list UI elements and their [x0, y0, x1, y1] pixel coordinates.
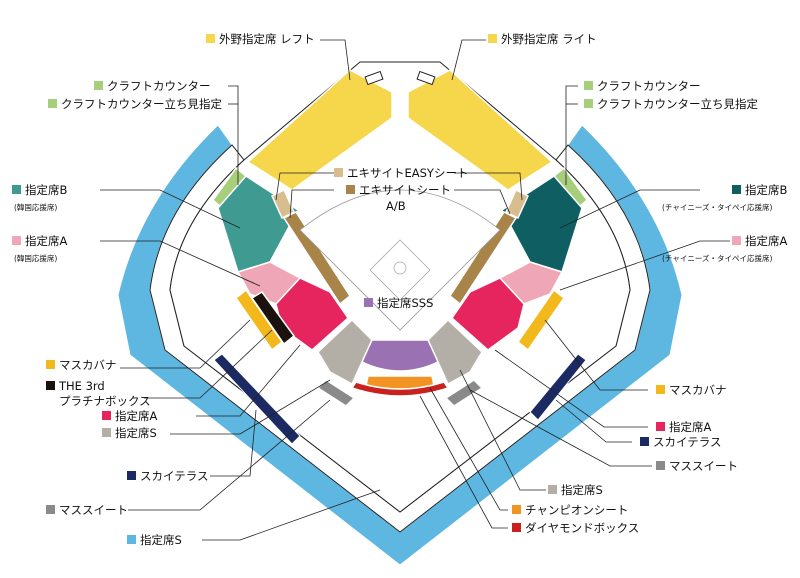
swatch-s-blue-left	[127, 535, 136, 544]
platinum-box[interactable]	[250, 291, 296, 346]
swatch-diamond	[512, 523, 521, 532]
label-group-center-bottom: 指定席S チャンピオンシート ダイヤモンドボックス	[512, 483, 639, 535]
seat-a-right-section[interactable]	[451, 277, 525, 351]
seat-sss-section[interactable]	[361, 339, 439, 372]
label-group-craft-left: クラフトカウンター クラフトカウンター立ち見指定	[48, 79, 222, 111]
swatch-a-low-right	[656, 422, 665, 431]
swatch-b-right	[732, 185, 741, 194]
swatch-mascot-left	[46, 360, 55, 369]
swatch-s-low-left	[102, 428, 111, 437]
swatch-craft-stand-right	[584, 99, 593, 108]
label-group-b-left: 指定席B (韓国応援席)	[12, 183, 67, 212]
label-suite-left: マススイート	[59, 503, 128, 517]
exite-seat-left[interactable]	[282, 211, 351, 306]
label-s-center: 指定席S	[561, 483, 603, 497]
label-easy: エキサイトEASYシート	[347, 166, 468, 180]
label-a-low-left: 指定席A	[115, 409, 157, 423]
swatch-suite-left	[46, 505, 55, 514]
swatch-sss	[364, 298, 373, 307]
diamond-box-section[interactable]	[350, 381, 450, 397]
swatch-easy	[334, 168, 343, 177]
label-b-right: 指定席B	[745, 183, 787, 197]
label-sss: 指定席SSS	[377, 296, 433, 310]
label-s-blue-left: 指定席S	[140, 533, 182, 547]
swatch-b-left	[12, 185, 21, 194]
swatch-outfield-left	[206, 34, 215, 43]
label-outfield-left: 外野指定席 レフト	[219, 32, 315, 46]
label-group-right-bottom: マスカバナ 指定席A スカイテラス マススイート	[640, 383, 738, 473]
swatch-sky-right	[640, 437, 649, 446]
label-platinum-1: THE 3rd	[58, 379, 105, 393]
pitchers-mound	[393, 261, 407, 275]
label-group-outfield-right: 外野指定席 ライト	[488, 32, 597, 46]
label-group-craft-right: クラフトカウンター クラフトカウンター立ち見指定	[584, 79, 758, 111]
label-a-right: 指定席A	[745, 234, 787, 248]
label-a-left-sub: (韓国応援席)	[14, 253, 57, 263]
infield-diamond	[369, 239, 431, 301]
label-b-left: 指定席B	[25, 183, 67, 197]
label-platinum-2: プラチナボックス	[59, 394, 151, 408]
mass-suite-left-box[interactable]	[316, 379, 356, 407]
leader-lines	[100, 39, 730, 541]
playing-field	[299, 189, 501, 331]
swatch-champion	[512, 505, 521, 514]
label-mascot-right: マスカバナ	[669, 383, 727, 397]
label-sky-left: スカイテラス	[140, 469, 209, 483]
label-champion: チャンピオンシート	[525, 503, 628, 517]
swatch-platinum	[46, 381, 55, 390]
scoreboard-left	[364, 70, 384, 86]
sky-terrace-left[interactable]	[213, 353, 301, 445]
label-b-left-sub: (韓国応援席)	[14, 202, 57, 212]
label-group-b-right: 指定席B (チャイニーズ・タイペイ応援席)	[662, 183, 787, 212]
swatch-mascot-right	[656, 385, 665, 394]
swatch-s-center	[548, 485, 557, 494]
mass-suite-right-box[interactable]	[444, 379, 484, 407]
exite-easy-right[interactable]	[505, 188, 529, 220]
label-a-low-right: 指定席A	[669, 420, 711, 434]
label-craft-stand-right: クラフトカウンター立ち見指定	[597, 97, 758, 111]
label-s-low-left: 指定席S	[115, 426, 157, 440]
swatch-exite	[346, 185, 355, 194]
label-exite: エキサイトシート	[359, 183, 451, 197]
label-mascot-left: マスカバナ	[59, 358, 117, 372]
swatch-outfield-right	[488, 34, 497, 43]
label-group-exite: エキサイトEASYシート エキサイトシート A/B	[334, 166, 468, 213]
label-group-a-left: 指定席A (韓国応援席)	[12, 234, 67, 263]
label-group-outfield-left: 外野指定席 レフト	[206, 32, 315, 46]
swatch-a-left	[12, 236, 21, 245]
label-b-right-sub: (チャイニーズ・タイペイ応援席)	[662, 202, 772, 212]
swatch-craft-right	[584, 81, 593, 90]
outfield-right-section[interactable]	[407, 69, 554, 191]
sky-terrace-right[interactable]	[529, 353, 587, 421]
label-group-a-right: 指定席A (チャイニーズ・タイペイ応援席)	[662, 234, 787, 263]
label-group-left-bottom: マスカバナ THE 3rd プラチナボックス 指定席A 指定席S スカイテラス …	[46, 358, 209, 547]
label-suite-right: マススイート	[669, 459, 738, 473]
swatch-craft-stand-left	[48, 99, 57, 108]
label-a-left: 指定席A	[25, 234, 67, 248]
label-exite-ab: A/B	[386, 199, 406, 213]
swatch-sky-left	[127, 471, 136, 480]
exite-seat-right[interactable]	[449, 211, 518, 306]
label-group-sss: 指定席SSS	[364, 296, 433, 310]
label-diamond: ダイヤモンドボックス	[525, 521, 639, 535]
swatch-a-low-left	[102, 411, 111, 420]
label-craft-left: クラフトカウンター	[107, 79, 211, 93]
label-craft-right: クラフトカウンター	[597, 79, 701, 93]
outfield-left-section[interactable]	[246, 69, 393, 191]
mascot-cabana-right[interactable]	[516, 288, 566, 352]
swatch-craft-left	[94, 81, 103, 90]
swatch-suite-right	[656, 461, 665, 470]
label-outfield-right: 外野指定席 ライト	[501, 32, 597, 46]
label-sky-right: スカイテラス	[653, 435, 722, 449]
label-a-right-sub: (チャイニーズ・タイペイ応援席)	[662, 253, 772, 263]
exite-easy-left[interactable]	[271, 188, 295, 220]
label-craft-stand-left: クラフトカウンター立ち見指定	[61, 97, 222, 111]
scoreboard-right	[416, 70, 436, 86]
swatch-a-right	[732, 236, 741, 245]
